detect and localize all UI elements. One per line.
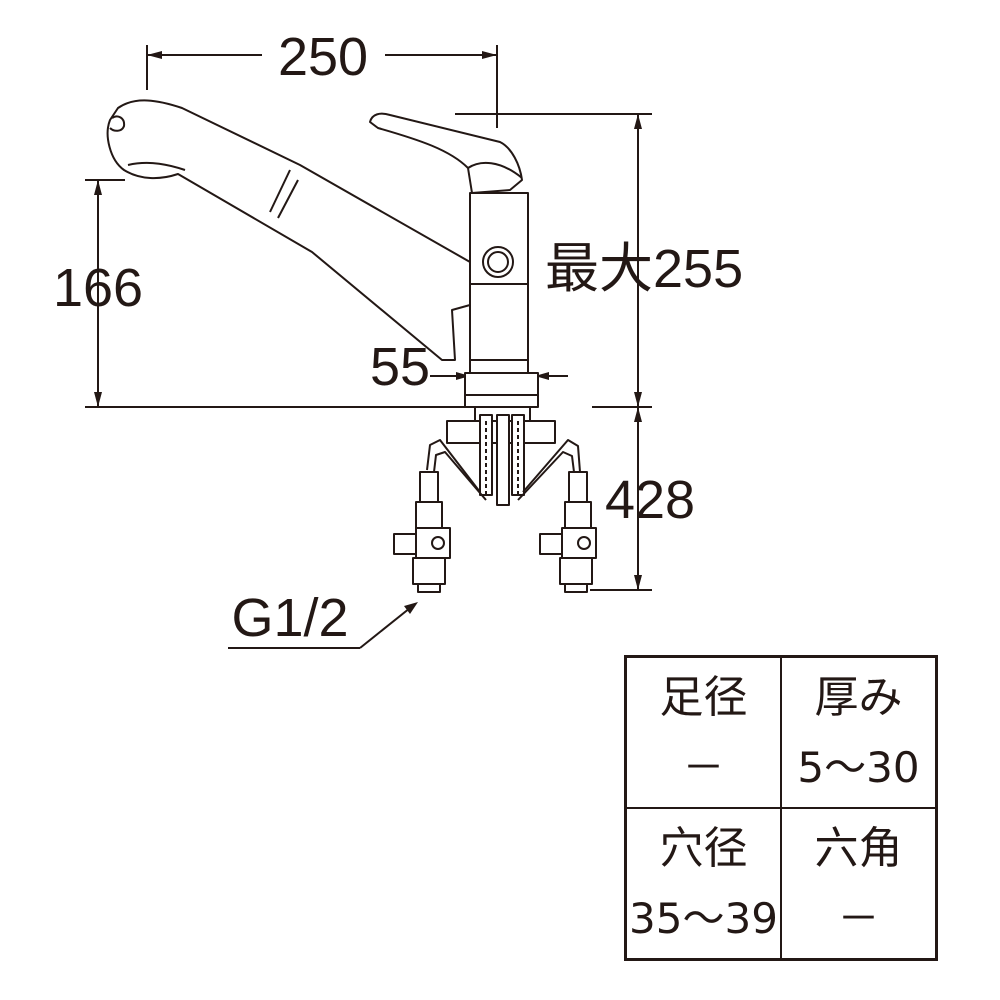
lever-handle <box>369 112 523 194</box>
dimension-max-height <box>455 113 652 591</box>
dimension-spout-height <box>85 179 465 408</box>
arrow-base-left <box>456 372 470 380</box>
left-valve-handle <box>393 533 417 555</box>
arrow-width-left <box>147 51 162 59</box>
under-counter-fittings <box>393 406 597 593</box>
spec-cell-hole-diameter: 穴径 35～39 <box>624 807 782 961</box>
dimension-width-label: 250 <box>278 27 368 87</box>
hexagon-value: － <box>837 893 880 943</box>
spray-head-line <box>127 161 186 171</box>
spec-cell-hexagon: 六角 － <box>780 807 938 961</box>
arrow-width-right <box>482 51 497 59</box>
left-hose <box>426 439 481 493</box>
thickness-value: 5～30 <box>797 742 920 792</box>
dimension-base-label: 55 <box>370 337 430 397</box>
arrow-max-bottom <box>634 392 642 407</box>
faucet-body <box>106 99 539 408</box>
arrow-max-top <box>634 114 642 129</box>
faucet-base <box>464 372 539 408</box>
thread-leader-arrow <box>404 602 418 614</box>
spout <box>106 99 471 361</box>
hole-diameter-value: 35～39 <box>629 893 778 943</box>
thread-leader <box>228 607 411 649</box>
arrow-spout-bottom <box>94 392 102 407</box>
foot-diameter-value: － <box>682 742 725 792</box>
spray-head-nozzle <box>109 115 126 132</box>
arrow-below-top <box>634 407 642 422</box>
arrow-spout-top <box>94 180 102 195</box>
arrow-base-right <box>535 372 549 380</box>
dimension-max-height-label: 最大255 <box>545 239 743 299</box>
spec-cell-thickness: 厚み 5～30 <box>780 655 938 809</box>
thread-label: G1/2 <box>231 588 348 648</box>
thickness-label: 厚み <box>814 671 903 723</box>
hexagon-label: 六角 <box>814 822 903 874</box>
dimension-spout-height-label: 166 <box>53 258 143 318</box>
hole-diameter-label: 穴径 <box>659 822 748 874</box>
spec-table: 足径 － 厚み 5～30 穴径 35～39 六角 － <box>624 655 938 961</box>
right-valve-handle <box>539 533 563 555</box>
arrow-below-bottom <box>634 575 642 590</box>
right-hose <box>522 439 581 493</box>
dimension-below-counter-label: 428 <box>605 470 695 530</box>
spec-cell-foot-diameter: 足径 － <box>624 655 782 809</box>
foot-diameter-label: 足径 <box>659 671 748 723</box>
